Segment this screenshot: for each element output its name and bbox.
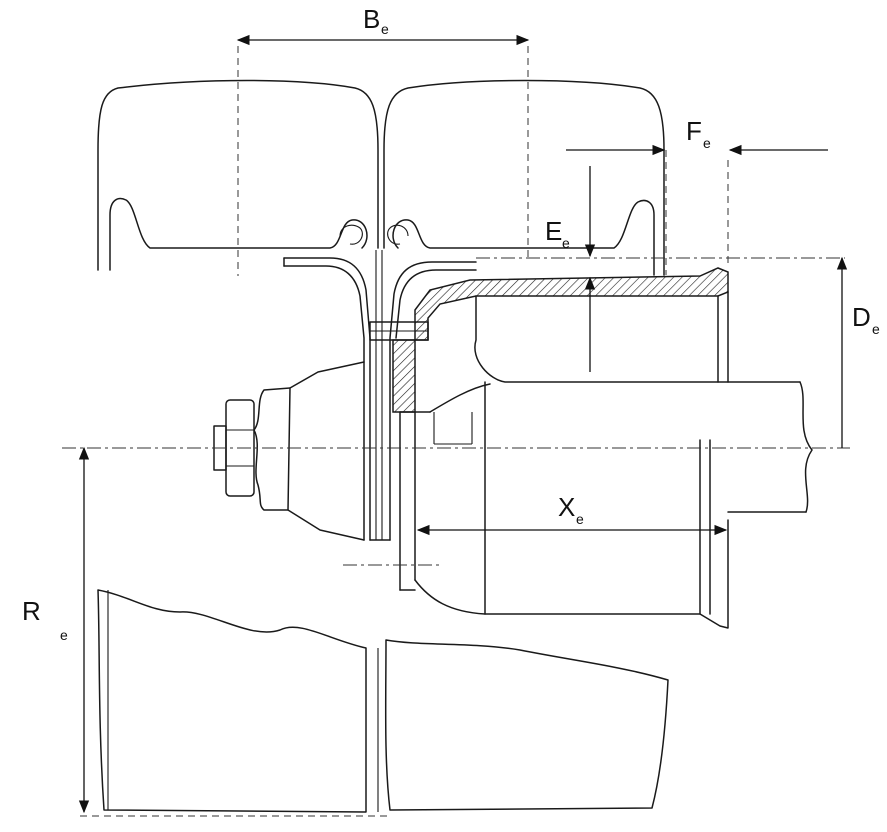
lower-left-tyre xyxy=(97,589,379,813)
xe-subscript: e xyxy=(576,511,584,527)
wheel-nut xyxy=(213,361,365,541)
xe-label: X xyxy=(558,492,576,522)
fe-label: F xyxy=(686,116,702,146)
axle xyxy=(727,381,813,513)
de-label: D xyxy=(852,302,871,332)
be-label: B xyxy=(363,4,381,34)
dimension-lines xyxy=(78,34,848,814)
re-subscript: e xyxy=(60,627,68,643)
brake-drum xyxy=(399,291,801,629)
de-subscript: e xyxy=(872,321,880,337)
be-subscript: e xyxy=(381,21,389,37)
ee-label: E xyxy=(545,216,563,246)
hub-section xyxy=(369,267,729,413)
fe-subscript: e xyxy=(703,135,711,151)
ee-subscript: e xyxy=(562,235,570,251)
upper-left-tyre xyxy=(97,79,379,271)
rim-disc xyxy=(283,250,477,541)
center-lines xyxy=(62,46,850,817)
lower-right-tyre xyxy=(384,639,669,811)
upper-right-tyre xyxy=(383,79,665,276)
re-label: R xyxy=(22,596,41,626)
